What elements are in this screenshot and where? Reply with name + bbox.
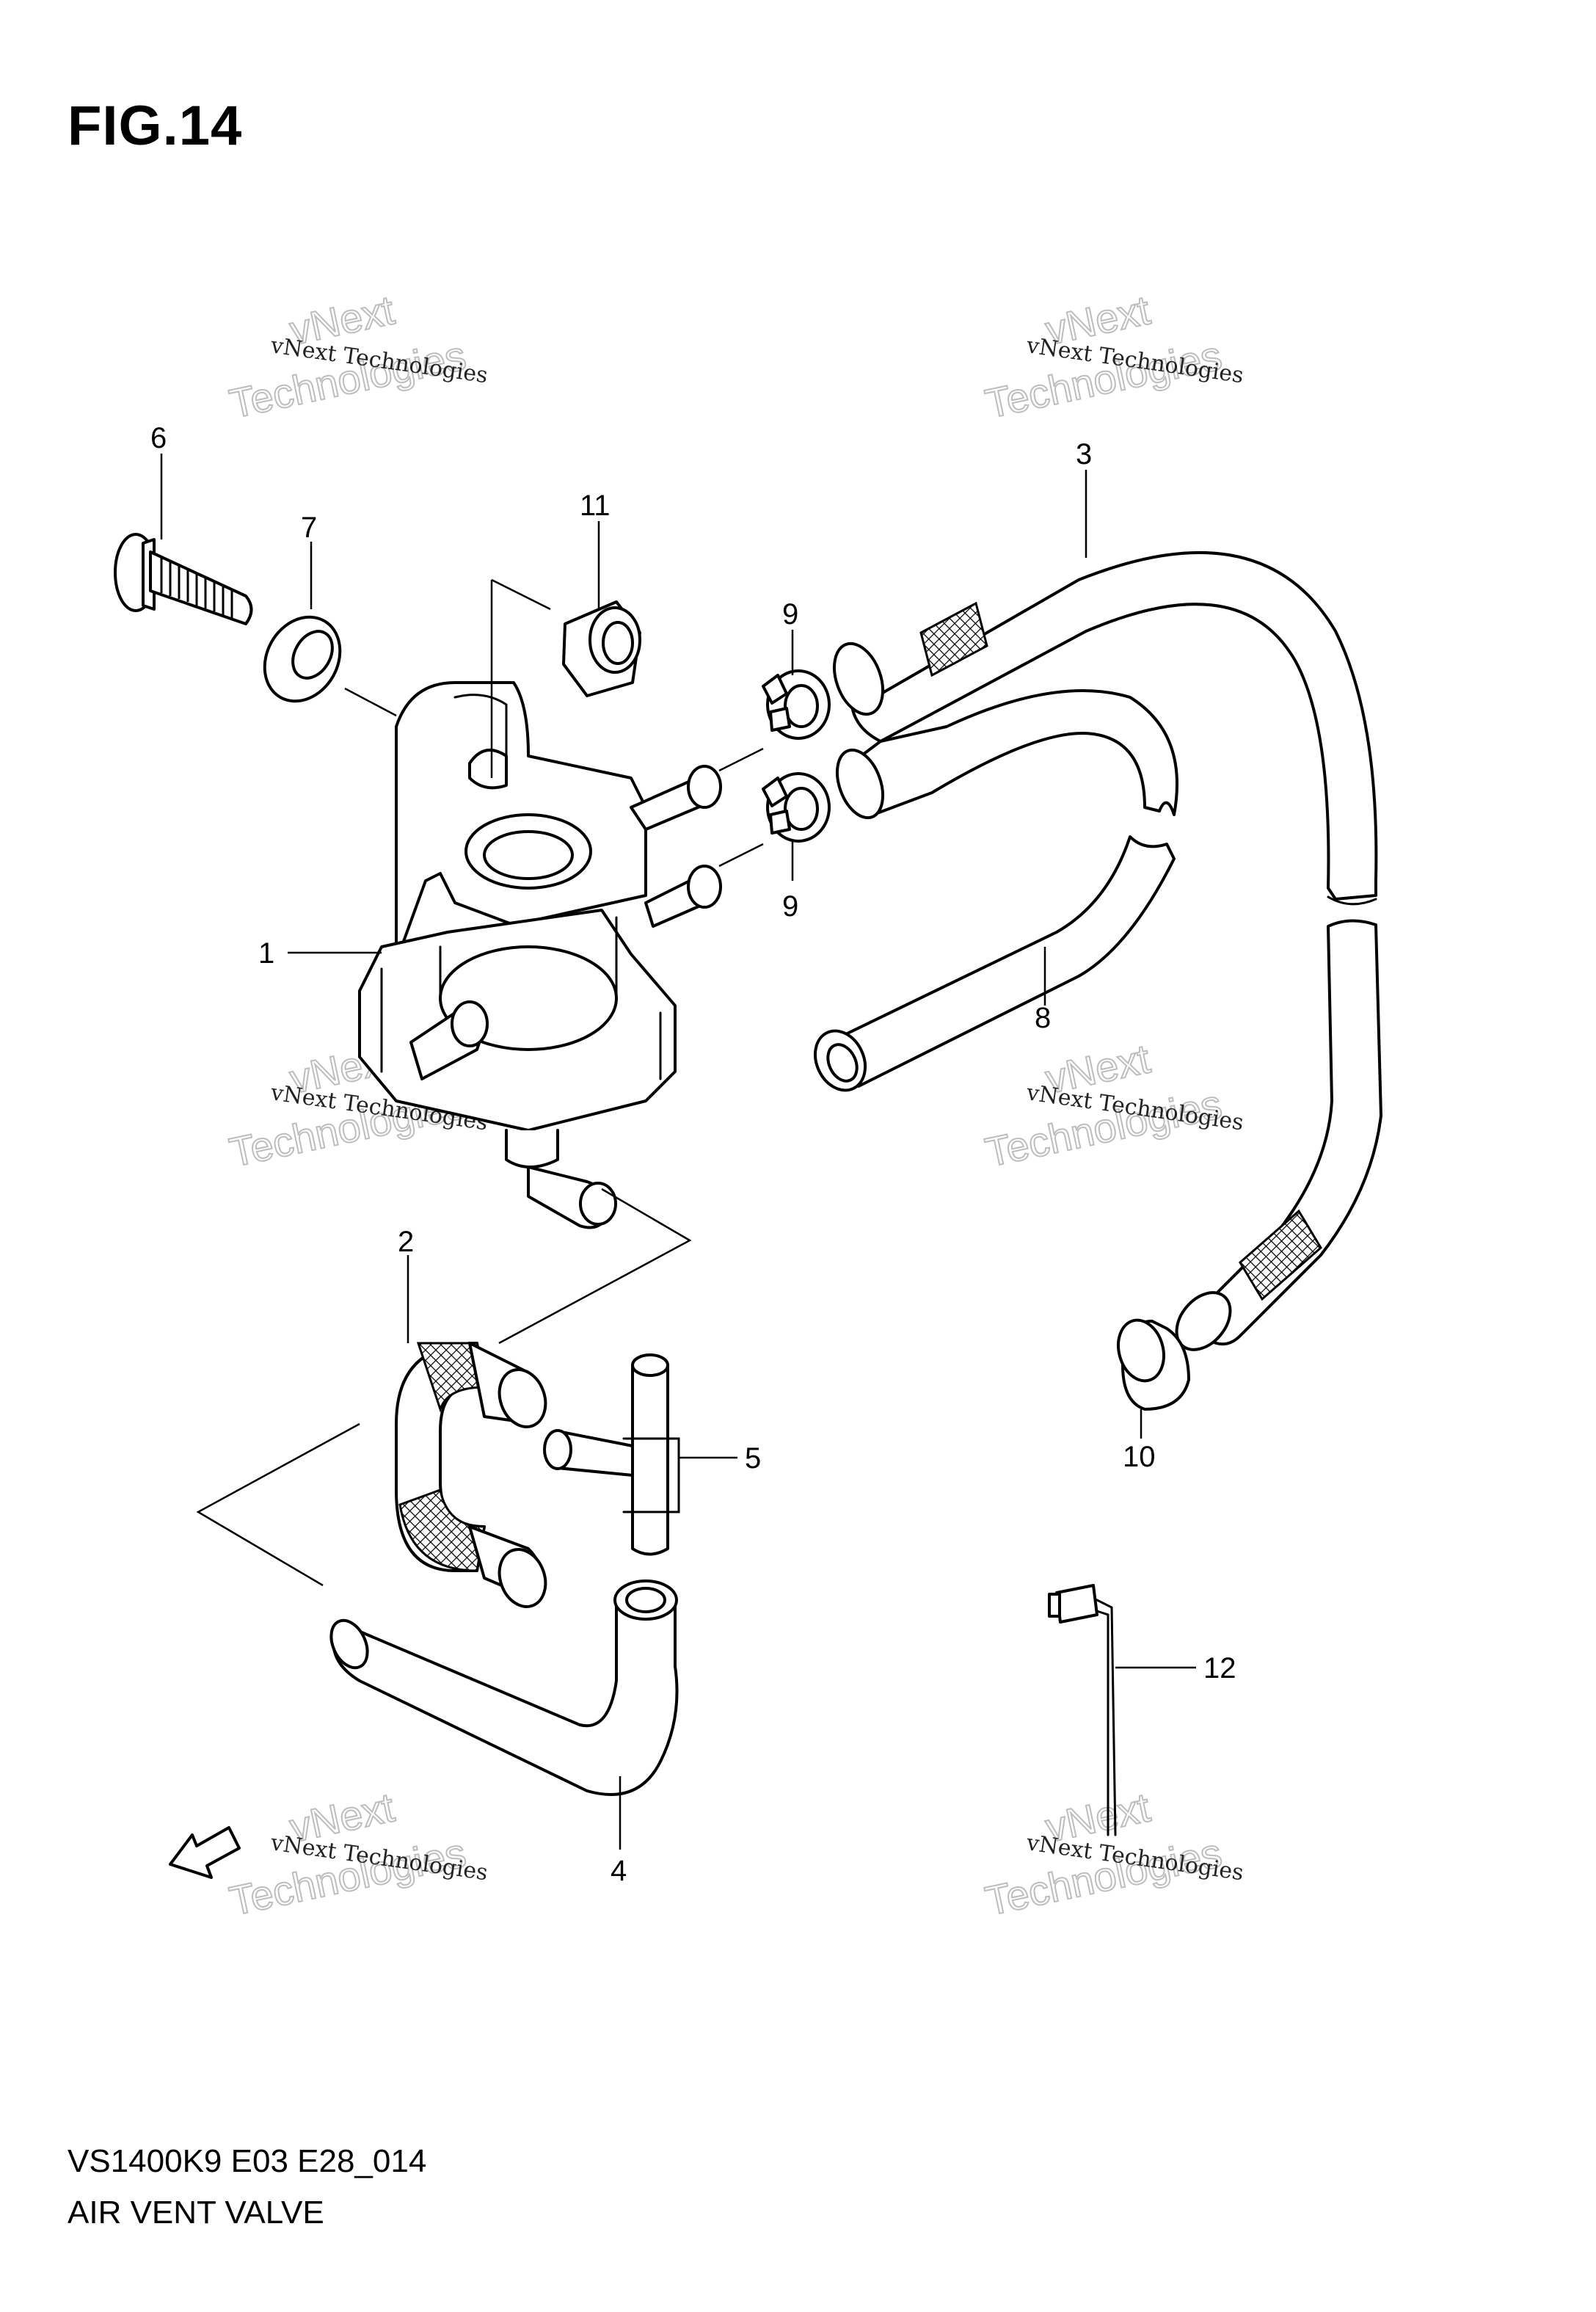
callout-5: 5 <box>745 1442 761 1475</box>
callout-10: 10 <box>1123 1441 1156 1473</box>
part-1-air-vent-valve <box>358 681 722 1229</box>
callout-7: 7 <box>301 512 317 544</box>
watermark-bottom-left: vNext Technologies vNext Technologies <box>225 1783 489 1924</box>
part-7-washer <box>263 615 342 703</box>
watermark-mid-right: vNext Technologies vNext Technologies <box>980 1034 1245 1176</box>
callout-12: 12 <box>1203 1652 1236 1684</box>
callout-1: 1 <box>258 937 274 970</box>
part-9-clamp-upper <box>762 669 831 740</box>
part-11-nut <box>562 600 641 697</box>
part-5-t-joint <box>543 1353 680 1556</box>
callout-9-upper: 9 <box>782 598 798 630</box>
callout-8: 8 <box>1035 1002 1051 1034</box>
assembly-lines <box>196 578 764 1587</box>
part-6-bolt <box>114 533 253 625</box>
callout-4: 4 <box>611 1855 627 1887</box>
part-10-cap <box>1117 1318 1190 1411</box>
callout-labels: 6 7 11 3 9 9 1 8 2 5 10 12 4 <box>150 422 1236 1887</box>
part-12-wire <box>1048 1584 1117 1836</box>
part-9-clamp-lower <box>762 772 831 843</box>
watermark-top-right: vNext Technologies vNext Technologies <box>980 286 1245 427</box>
watermark-top-left: vNext Technologies vNext Technologies <box>225 286 489 427</box>
callout-11: 11 <box>580 490 611 522</box>
leader-lines <box>160 454 1196 1850</box>
part-8-hose <box>813 689 1178 1092</box>
diagram-name: AIR VENT VALVE <box>68 2195 324 2231</box>
callout-9-lower: 9 <box>782 890 798 923</box>
callout-2: 2 <box>398 1226 414 1258</box>
figure-title: FIG.14 <box>68 95 243 157</box>
callout-3: 3 <box>1076 438 1092 470</box>
part-3-hose <box>833 550 1382 1351</box>
callout-6: 6 <box>150 422 167 454</box>
diagram-code: VS1400K9 E03 E28_014 <box>68 2143 427 2179</box>
forward-direction-arrow: FWD <box>169 1826 241 1879</box>
part-2-u-hose <box>395 1342 547 1608</box>
part-4-l-hose <box>329 1579 679 1796</box>
watermark-bottom-right: vNext Technologies vNext Technologies <box>980 1783 1245 1924</box>
